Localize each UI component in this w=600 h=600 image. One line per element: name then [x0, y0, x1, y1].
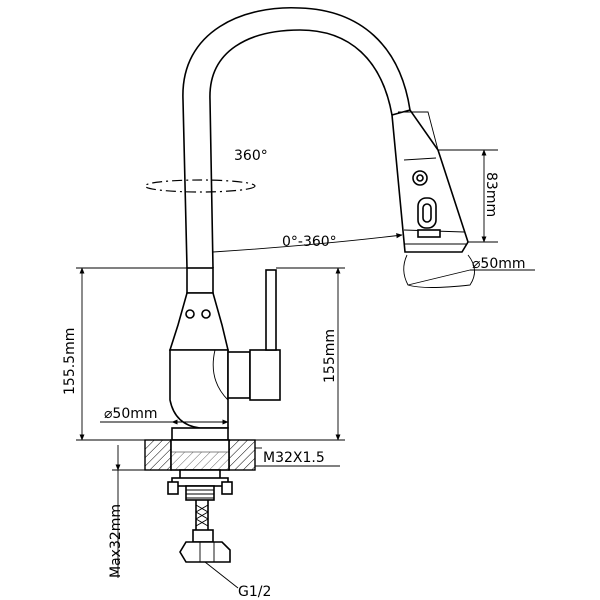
- dim-max-thickness: Max32mm: [108, 439, 145, 578]
- connection-label: G1/2: [238, 584, 271, 600]
- swivel-spout-label: 0°-360°: [282, 234, 337, 250]
- mounting-base: [144, 439, 256, 471]
- lever-arm: [265, 269, 277, 351]
- head-diameter-label: ⌀50mm: [472, 256, 526, 272]
- total-height-label: 155.5mm: [62, 328, 78, 395]
- max-thickness-label: Max32mm: [108, 504, 124, 578]
- head-height-label: 83mm: [483, 172, 499, 217]
- threaded-stud: [167, 469, 233, 501]
- dim-head-diameter: ⌀50mm: [407, 256, 535, 286]
- gooseneck-spout: [182, 6, 411, 269]
- lever-height-label: 155mm: [322, 329, 338, 383]
- dim-lever-height: 155mm: [255, 267, 345, 441]
- dim-head-height: 83mm: [438, 149, 499, 243]
- body-diameter-label: ⌀50mm: [104, 406, 158, 422]
- lever-handle: [249, 349, 281, 401]
- spray-head: [391, 109, 475, 288]
- dim-thread: M32X1.5: [255, 447, 340, 467]
- dim-total-height: 155.5mm: [62, 267, 190, 441]
- spout-rotation-indicator: 0°-360°: [212, 233, 403, 253]
- upper-swivel-indicator: 360°: [144, 148, 268, 193]
- swivel-upper-label: 360°: [234, 148, 268, 164]
- dim-body-diameter: ⌀50mm: [100, 406, 229, 425]
- dim-connection: G1/2: [204, 561, 271, 600]
- supply-hose: [179, 500, 231, 563]
- g12-connector-nut: [179, 541, 231, 563]
- mixer-body: [168, 267, 281, 441]
- thread-label: M32X1.5: [263, 450, 325, 466]
